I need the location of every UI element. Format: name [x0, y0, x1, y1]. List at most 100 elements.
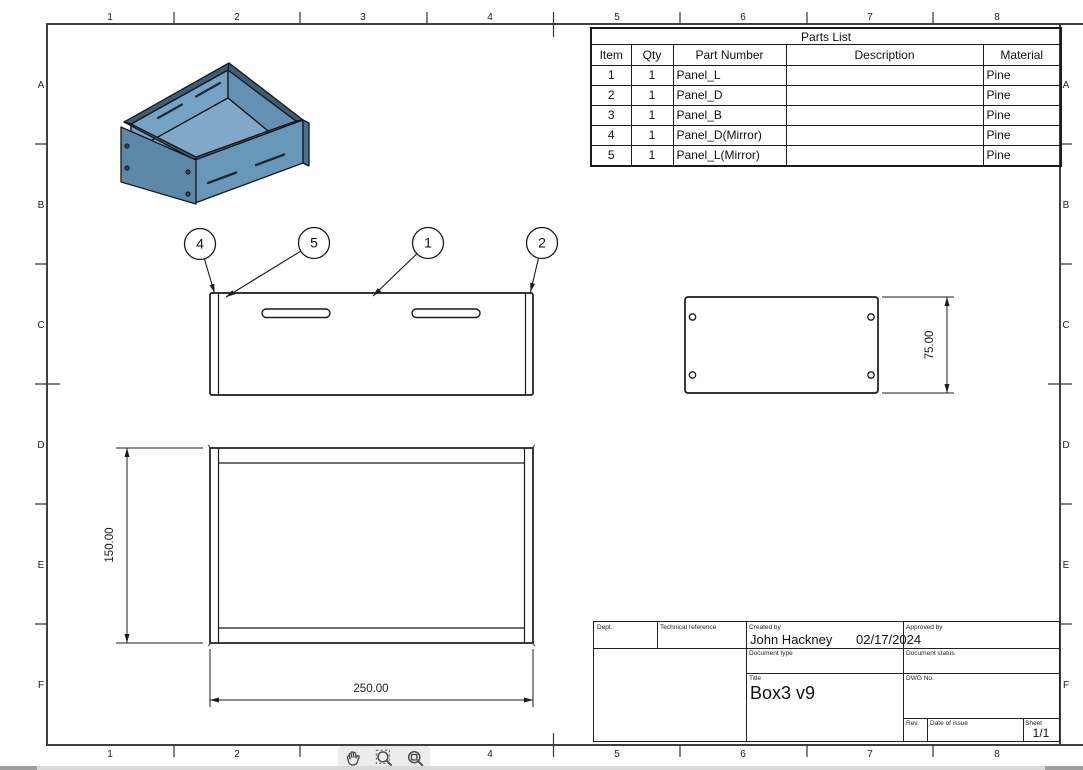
back-panel-slots [156, 81, 222, 120]
balloon-callouts: 4 5 1 2 [183, 226, 559, 298]
col-header-qty: Qty [630, 44, 674, 66]
horizontal-scrollbar[interactable] [0, 766, 1083, 770]
zone-col-label: 8 [994, 12, 1000, 23]
front-panel-slots [206, 153, 286, 185]
divider [903, 718, 1059, 719]
isometric-view[interactable] [120, 62, 310, 205]
dim-text-150: 150.00 [104, 527, 116, 562]
technical-reference-label: Technical reference [660, 624, 717, 631]
dept-label: Dept. [597, 624, 613, 631]
zoom-fit-icon[interactable] [404, 748, 426, 768]
created-by-label: Created by [749, 624, 781, 631]
balloon-4[interactable]: 4 [183, 227, 217, 261]
table-row[interactable]: 1 1 Panel_L Pine [590, 65, 1062, 86]
title-block[interactable]: Dept. Technical reference Created by App… [593, 621, 1060, 742]
zone-col-label: 7 [867, 12, 873, 23]
cell-material: Pine [982, 125, 1062, 146]
dim-text-250: 250.00 [353, 683, 388, 695]
cell-material: Pine [982, 105, 1062, 126]
col-header-material: Material [982, 44, 1062, 66]
front-view[interactable] [209, 292, 534, 396]
cell-part-number: Panel_L [672, 65, 787, 86]
zone-labels: 1 2 3 4 5 6 7 8 1 2 3 4 5 6 7 8 A B C D … [37, 12, 1069, 760]
zone-row-label: D [37, 440, 44, 451]
cell-item: 5 [590, 145, 632, 167]
zone-col-label: 8 [994, 749, 1000, 760]
cell-description [785, 145, 984, 167]
zone-row-label: A [1063, 80, 1070, 91]
zoom-window-icon[interactable] [373, 748, 395, 768]
cell-description [785, 85, 984, 106]
cell-qty: 1 [630, 85, 674, 106]
side-view[interactable] [684, 296, 879, 394]
balloon-5[interactable]: 5 [297, 226, 331, 260]
zone-col-label: 5 [614, 12, 620, 23]
sheet-label: Sheet [1025, 720, 1042, 727]
drawing-title: Box3 v9 [750, 683, 816, 703]
cell-qty: 1 [630, 105, 674, 126]
table-row[interactable]: 5 1 Panel_L(Mirror) Pine [590, 145, 1062, 167]
sheet-value: 1/1 [1032, 726, 1050, 740]
dimension-150[interactable]: 150.00 [104, 447, 203, 644]
divider [903, 622, 904, 741]
parts-list-title: Parts List [590, 27, 1062, 45]
cell-description [785, 105, 984, 126]
created-by-value: John Hackney [750, 632, 833, 647]
zone-col-label: 6 [740, 12, 746, 23]
top-view[interactable] [207, 444, 536, 647]
balloon-label: 5 [310, 235, 318, 251]
table-row[interactable]: 3 1 Panel_B Pine [590, 105, 1062, 126]
divider [594, 648, 1059, 649]
dimension-75[interactable]: 75.00 [882, 296, 954, 394]
cell-description [785, 125, 984, 146]
cell-material: Pine [982, 145, 1062, 167]
cell-qty: 1 [630, 145, 674, 167]
balloon-1[interactable]: 1 [411, 226, 445, 260]
scrollbar-left-segment[interactable] [0, 766, 37, 770]
cell-item: 2 [590, 85, 632, 106]
cell-item: 3 [590, 105, 632, 126]
cell-qty: 1 [630, 65, 674, 86]
cell-part-number: Panel_D(Mirror) [672, 125, 787, 146]
zone-row-label: C [37, 320, 44, 331]
divider [657, 622, 658, 648]
dim-text-75: 75.00 [924, 331, 936, 360]
cell-part-number: Panel_D [672, 85, 787, 106]
view-corner-marks [207, 444, 536, 647]
zone-col-label: 1 [107, 12, 113, 23]
zone-row-label: F [1063, 680, 1069, 691]
rev-label: Rev. [906, 720, 919, 727]
approved-by-label: Approved by [906, 624, 943, 631]
cell-part-number: Panel_B [672, 105, 787, 126]
zone-row-label: B [38, 200, 45, 211]
cell-part-number: Panel_L(Mirror) [672, 145, 787, 167]
dwg-no-label: DWG No. [906, 675, 934, 682]
zone-row-label: B [1063, 200, 1070, 211]
zone-col-label: 4 [487, 749, 493, 760]
balloon-label: 1 [424, 235, 432, 251]
divider [746, 673, 1059, 674]
zone-row-label: A [38, 80, 45, 91]
col-header-item: Item [590, 44, 632, 66]
table-row[interactable]: 2 1 Panel_D Pine [590, 85, 1062, 106]
divider [746, 622, 747, 741]
parts-list-table[interactable]: Parts List Item Qty Part Number Descript… [590, 27, 1063, 167]
zone-row-label: E [38, 560, 45, 571]
balloon-2[interactable]: 2 [525, 226, 559, 260]
dimension-250[interactable]: 250.00 [209, 649, 534, 707]
zone-row-label: E [1063, 560, 1070, 571]
divider [927, 718, 928, 741]
pan-hand-icon[interactable] [342, 748, 364, 768]
zone-col-label: 2 [234, 12, 240, 23]
table-row[interactable]: 4 1 Panel_D(Mirror) Pine [590, 125, 1062, 146]
created-date-value: 02/17/2024 [856, 632, 922, 647]
divider [1023, 718, 1024, 741]
cell-description [785, 65, 984, 86]
cell-material: Pine [982, 85, 1062, 106]
zone-row-label: D [1062, 440, 1069, 451]
zone-col-label: 5 [614, 749, 620, 760]
scrollbar-right-segment[interactable] [1045, 766, 1083, 770]
zone-row-label: F [38, 680, 44, 691]
